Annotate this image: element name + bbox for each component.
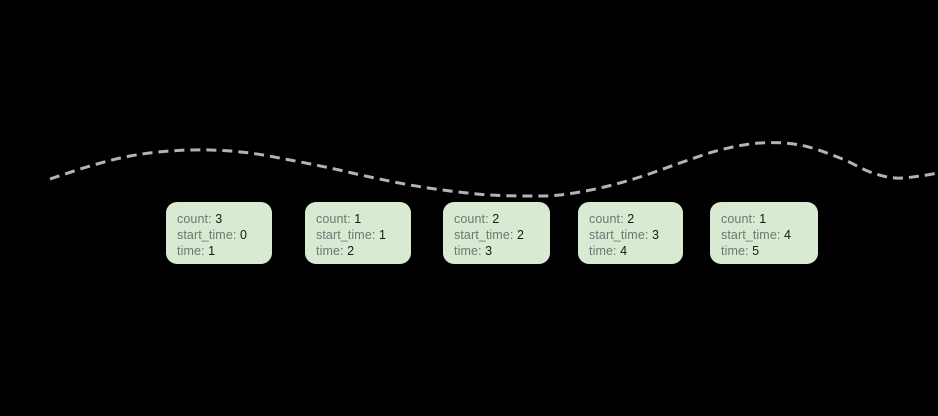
field-value: 4 [784, 228, 792, 242]
field-label: count: [177, 212, 212, 226]
field-value: 0 [240, 228, 248, 242]
card-field-count: count: 1 [316, 211, 411, 227]
field-value: 2 [492, 212, 500, 226]
field-value: 3 [652, 228, 660, 242]
card-field-start_time: start_time: 3 [589, 227, 683, 243]
field-label: start_time: [721, 228, 781, 242]
field-label: start_time: [177, 228, 237, 242]
card-field-start_time: start_time: 1 [316, 227, 411, 243]
field-value: 1 [759, 212, 767, 226]
card-field-count: count: 3 [177, 211, 272, 227]
field-value: 2 [627, 212, 635, 226]
card-field-start_time: start_time: 2 [454, 227, 550, 243]
card-field-time: time: 1 [177, 243, 272, 259]
field-value: 1 [208, 244, 216, 258]
field-label: start_time: [589, 228, 649, 242]
field-label: time: [177, 244, 205, 258]
card-field-time: time: 3 [454, 243, 550, 259]
field-label: time: [454, 244, 482, 258]
field-value: 4 [620, 244, 628, 258]
field-value: 1 [354, 212, 362, 226]
card-field-start_time: start_time: 0 [177, 227, 272, 243]
card-field-count: count: 1 [721, 211, 818, 227]
field-label: start_time: [454, 228, 514, 242]
field-label: time: [316, 244, 344, 258]
field-label: count: [316, 212, 351, 226]
card-field-time: time: 4 [589, 243, 683, 259]
card-field-time: time: 2 [316, 243, 411, 259]
field-value: 3 [215, 212, 223, 226]
card-field-start_time: start_time: 4 [721, 227, 818, 243]
field-value: 2 [517, 228, 525, 242]
field-label: start_time: [316, 228, 376, 242]
field-label: count: [454, 212, 489, 226]
card-field-time: time: 5 [721, 243, 818, 259]
field-label: count: [721, 212, 756, 226]
field-label: time: [589, 244, 617, 258]
field-value: 5 [752, 244, 760, 258]
card-field-count: count: 2 [589, 211, 683, 227]
field-value: 1 [379, 228, 387, 242]
field-value: 3 [485, 244, 493, 258]
field-value: 2 [347, 244, 355, 258]
card-field-count: count: 2 [454, 211, 550, 227]
field-label: count: [589, 212, 624, 226]
field-label: time: [721, 244, 749, 258]
